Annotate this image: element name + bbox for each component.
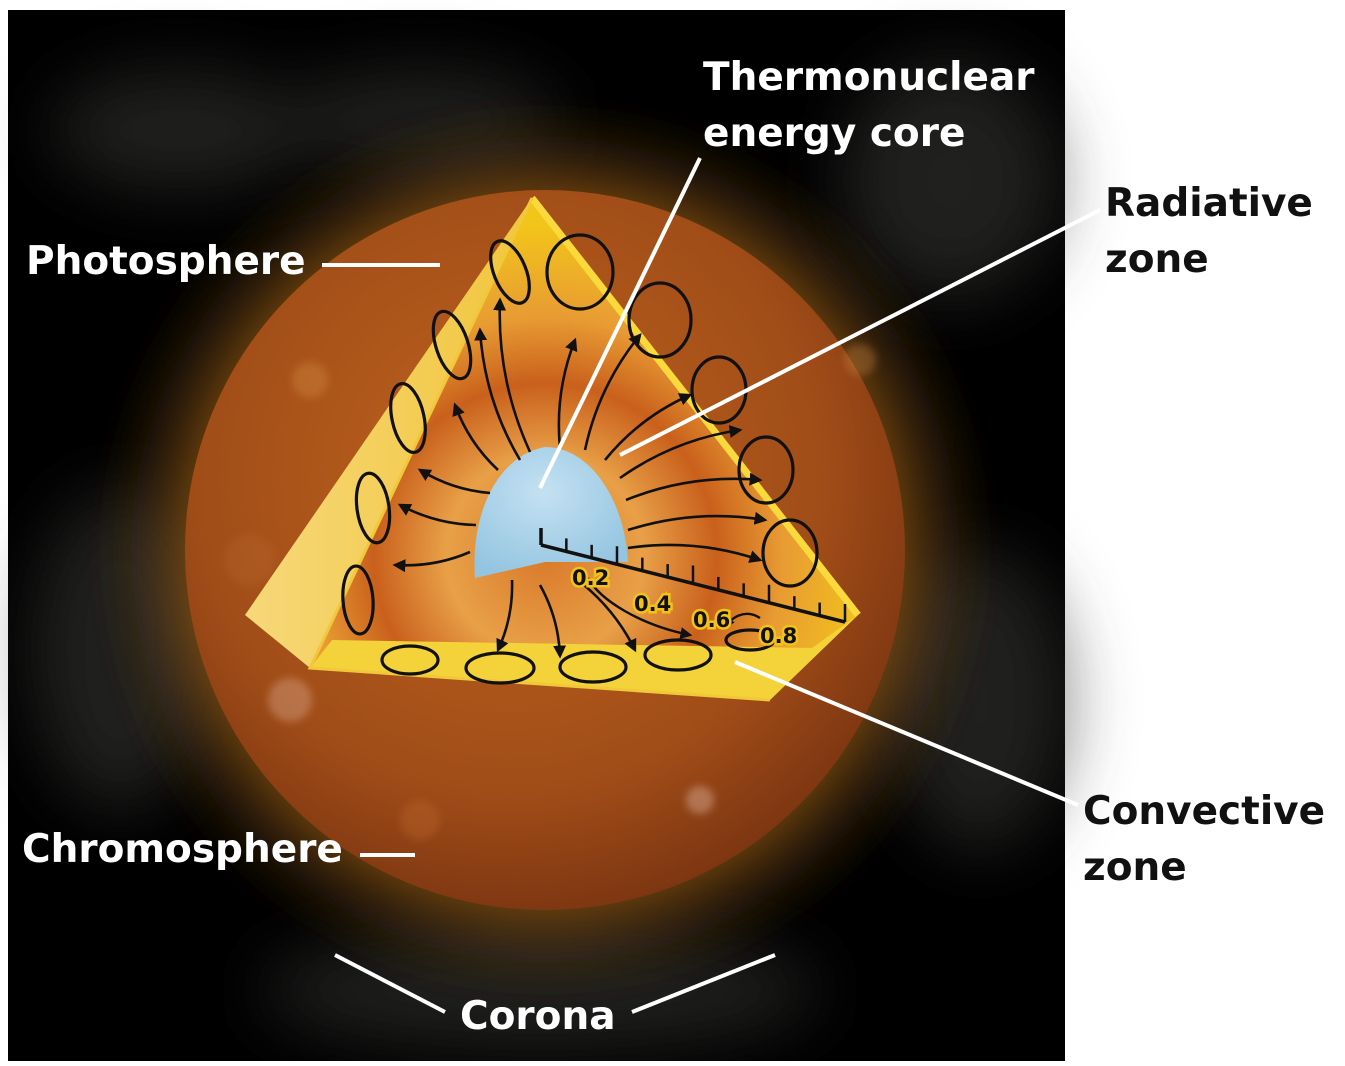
label-chromosphere: Chromosphere [22,822,343,878]
scale-label-0-8: 0.8 [760,624,797,648]
label-radiative-line-2: zone [1105,232,1313,288]
scale-label-0-2: 0.2 [572,566,609,590]
label-core-line-2: energy core [703,106,1035,162]
label-radiative-line-1: Radiative [1105,176,1313,232]
label-core-line-1: Thermonuclear [703,50,1035,106]
label-radiative-zone: Radiative zone [1105,176,1313,288]
label-photosphere: Photosphere [26,234,306,290]
label-convective-zone: Convective zone [1083,784,1325,896]
label-corona: Corona [460,989,616,1045]
label-convective-line-2: zone [1083,840,1325,896]
label-convective-line-1: Convective [1083,784,1325,840]
scale-label-0-4: 0.4 [634,592,671,616]
label-thermonuclear-core: Thermonuclear energy core [703,50,1035,162]
scale-label-0-6: 0.6 [693,608,730,632]
